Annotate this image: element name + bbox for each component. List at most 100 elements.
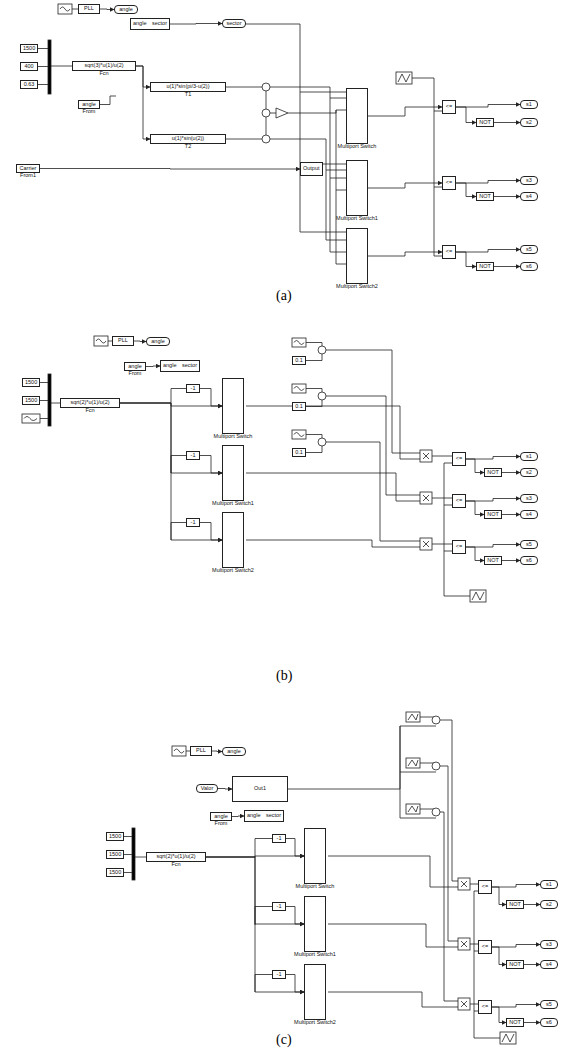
product-blocks xyxy=(458,878,470,890)
block-text: sector xyxy=(266,813,281,819)
signal-line xyxy=(466,501,484,515)
outport: s5 xyxy=(520,245,538,254)
signal-line xyxy=(502,514,520,515)
sine-source xyxy=(22,414,40,423)
relational-operator: <= xyxy=(442,245,456,259)
block-text: 1500 xyxy=(109,834,121,840)
relational-operator: <= xyxy=(452,452,466,466)
gain-feed xyxy=(171,456,186,474)
product-blocks xyxy=(423,495,429,501)
outport: s2 xyxy=(520,468,538,477)
block-name: Multiport Switch2 xyxy=(336,284,378,290)
mux-block xyxy=(135,857,146,858)
product-blocks xyxy=(328,924,458,947)
sum-gain-wiring xyxy=(266,117,267,135)
sum-gain-wiring xyxy=(300,92,346,164)
block-name: Fcn xyxy=(171,862,180,868)
block-text: <= xyxy=(482,884,488,890)
mux-block xyxy=(124,828,146,880)
product-blocks xyxy=(328,992,458,1007)
block-text: s3 xyxy=(526,496,532,502)
block-text: NOT xyxy=(487,470,499,476)
product-blocks xyxy=(420,492,432,504)
reference-sources xyxy=(326,396,420,495)
reference-sources xyxy=(406,804,420,814)
signal-line xyxy=(456,181,520,184)
signal-line xyxy=(368,252,442,256)
constant-block: 1500 xyxy=(106,868,124,877)
block-text: NOT xyxy=(487,558,499,564)
block-text: -1 xyxy=(277,904,282,910)
signal-line xyxy=(524,964,540,965)
block-text: sqrt(2)*u(1)/u(2) xyxy=(156,854,195,860)
gain-block: -1 xyxy=(186,384,200,393)
product-blocks xyxy=(328,856,458,887)
constant-block: 1500 xyxy=(106,850,124,859)
block-text: angle xyxy=(163,363,176,369)
block-text: sector xyxy=(227,21,242,27)
block-text: NOT xyxy=(487,512,499,518)
sum-gain-wiring xyxy=(330,178,346,252)
sum-gain-wiring xyxy=(246,24,346,92)
block-text: NOT xyxy=(509,1020,521,1026)
block-text: 1500 xyxy=(109,870,121,876)
sum-gain-wiring xyxy=(262,83,270,91)
block-text: <= xyxy=(446,249,452,255)
block-text: 0.1 xyxy=(295,404,303,410)
fcn-block: u(1)*sin(u(2))T2 xyxy=(150,134,226,144)
carrier-source xyxy=(434,256,442,257)
block-text: 400 xyxy=(24,64,33,70)
block-text: angle xyxy=(227,749,240,755)
gain-block: -1 xyxy=(186,518,200,527)
sine-source xyxy=(94,336,108,346)
signal-line xyxy=(286,907,304,925)
relational-operator: <= xyxy=(478,1000,492,1014)
signal-line xyxy=(456,252,476,267)
block-text: Out1 xyxy=(254,786,266,792)
outport: s1 xyxy=(520,100,538,109)
outport: s3 xyxy=(540,940,558,949)
constant-block: 0.1 xyxy=(292,356,306,365)
sine-source xyxy=(172,746,186,756)
fcn-block: sqrt(2)*u(1)/u(2)Fcn xyxy=(60,398,120,408)
product-blocks xyxy=(246,406,420,459)
goto-tag: angle xyxy=(114,5,138,14)
multiport-switch: Multiport Switch1 xyxy=(222,445,244,501)
signal-line xyxy=(368,183,442,188)
signal-line xyxy=(286,839,304,857)
block-text: <= xyxy=(456,544,462,550)
carrier-source xyxy=(412,78,434,256)
mux-block xyxy=(51,66,72,67)
sum-gain-wiring xyxy=(270,87,346,98)
not-gate: NOT xyxy=(484,556,502,565)
product-blocks xyxy=(246,540,420,547)
signal-line xyxy=(200,523,222,541)
block-text: s3 xyxy=(546,942,552,948)
product-blocks xyxy=(470,884,478,885)
carrier-source xyxy=(500,1032,516,1044)
sector-subsystem: anglesector xyxy=(130,18,170,30)
constant-block: 400 xyxy=(20,62,38,71)
mux-block xyxy=(40,382,48,383)
reference-sources xyxy=(292,338,306,347)
sum-gain-wiring xyxy=(270,113,276,114)
block-text: sqrt(2)*u(1)/u(2) xyxy=(70,400,109,406)
block-text: 1500 xyxy=(25,398,37,404)
sum-gain-wiring xyxy=(226,87,262,88)
reference-sources xyxy=(288,712,458,1001)
signal-line xyxy=(466,457,520,460)
reference-sources xyxy=(406,712,420,722)
product-blocks xyxy=(423,453,429,459)
block-text: s4 xyxy=(526,512,532,518)
outport: s6 xyxy=(540,1018,558,1027)
reference-sources xyxy=(440,812,458,1001)
relational-operator: <= xyxy=(452,540,466,554)
panel-caption: (b) xyxy=(276,668,292,684)
sine-source xyxy=(172,746,190,756)
signal-line xyxy=(170,23,222,25)
mux-block xyxy=(124,854,132,855)
reference-sources xyxy=(400,726,436,818)
